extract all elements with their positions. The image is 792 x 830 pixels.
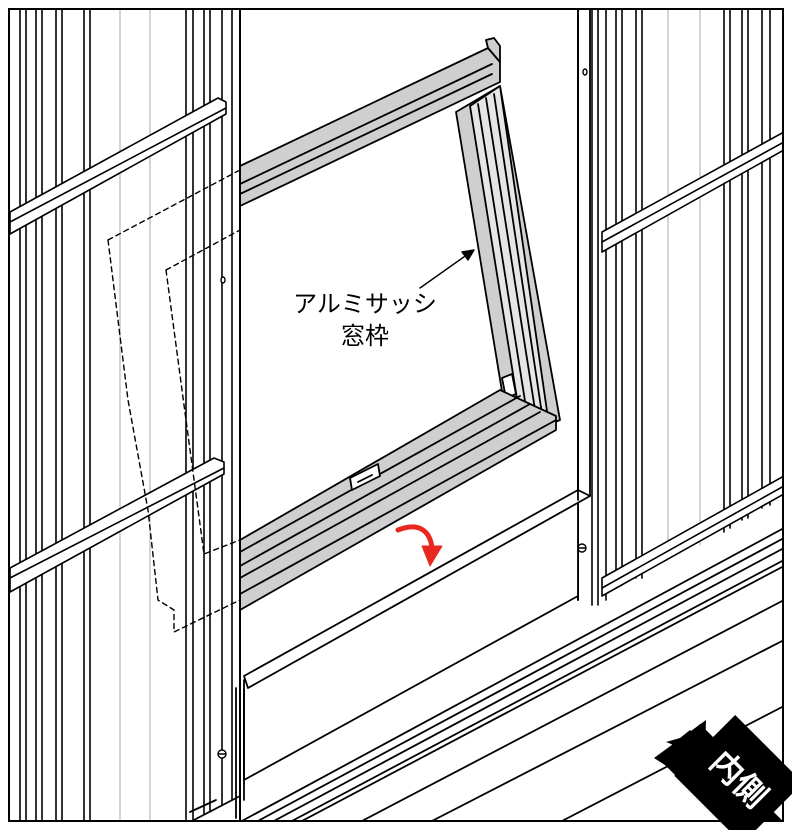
curved-arrow-icon [395,524,443,567]
floor-sill [189,527,784,822]
window-jambs [239,9,591,822]
aluminium-sash-frame [239,37,561,611]
right-wall-panel [577,9,784,606]
inside-badge: 内側 [654,714,792,830]
sash-label-line1: アルミサッシ [293,290,437,318]
left-wall-panel [19,9,241,822]
sash-label-line2: 窓枠 [341,322,389,350]
hidden-frame-outline [107,169,241,633]
label-leader-line [419,249,475,289]
right-wall-rails [601,131,784,597]
screw-heads [217,68,588,759]
figure-border [8,8,784,822]
